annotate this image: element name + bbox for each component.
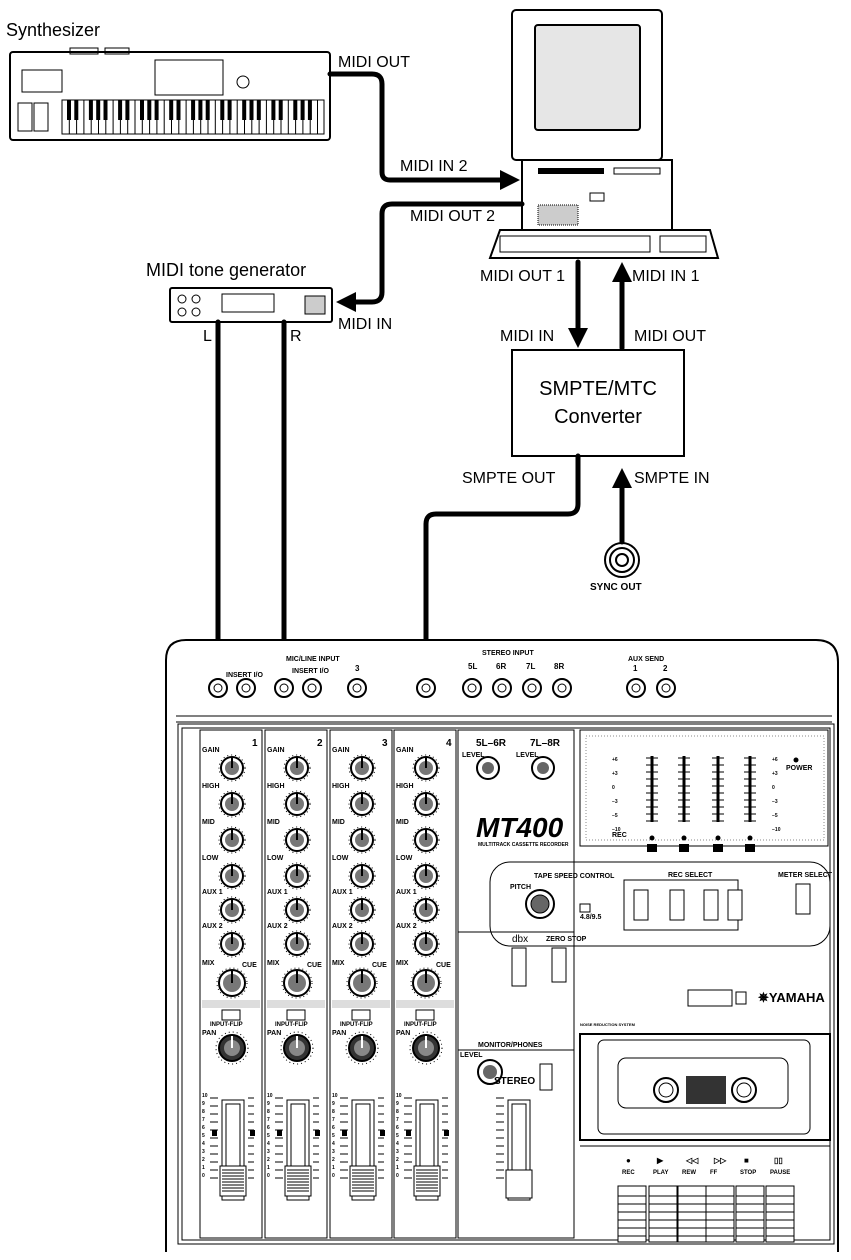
- meter-scale-left: −3: [612, 799, 618, 805]
- meter-scale-right: +6: [772, 757, 778, 763]
- meter-scale-left: +3: [612, 771, 618, 777]
- transport-stop-icon: ■: [744, 1156, 749, 1165]
- yamaha-logo: ✵YAMAHA: [758, 990, 825, 1006]
- transport-label: REC: [622, 1170, 635, 1176]
- noise-reduction-label: NOISE REDUCTION SYSTEM: [580, 1022, 635, 1027]
- mt400-logo: MT400: [476, 812, 563, 844]
- dbx-label: dbx: [512, 934, 528, 945]
- transport-label: STOP: [740, 1170, 756, 1176]
- mt400-subtitle: MULTITRACK CASSETTE RECORDER: [478, 842, 568, 848]
- meter-scale-left: 0: [612, 785, 615, 791]
- tape-speed-control-label: TAPE SPEED CONTROL: [534, 873, 614, 880]
- yamaha-brand: YAMAHA: [769, 990, 825, 1005]
- meter-scale-right: +3: [772, 771, 778, 777]
- meter-scale-right: −3: [772, 799, 778, 805]
- transport-rec-icon: ●: [626, 1156, 631, 1165]
- meter-scale-left: −10: [612, 827, 620, 833]
- pitch-label: PITCH: [510, 884, 531, 891]
- transport-play-icon: ▶: [657, 1156, 663, 1165]
- monitor-level-label: LEVEL: [460, 1052, 483, 1059]
- transport-pause-icon: ▯▯: [774, 1156, 783, 1165]
- transport-label: FF: [710, 1170, 717, 1176]
- transport-rew-icon: ◁◁: [686, 1156, 698, 1165]
- monitor-phones-label: MONITOR/PHONES: [478, 1042, 542, 1049]
- meter-scale-right: −5: [772, 813, 778, 819]
- rec-meter-label: REC: [612, 832, 627, 839]
- meter-scale-left: +6: [612, 757, 618, 763]
- yamaha-emblem-icon: ✵: [758, 990, 769, 1005]
- meter-select-label: METER SELECT: [778, 872, 832, 879]
- meter-scale-right: 0: [772, 785, 775, 791]
- meter-scale-right: −10: [772, 827, 780, 833]
- power-label: POWER: [786, 765, 812, 772]
- meter-scale-left: −5: [612, 813, 618, 819]
- zero-stop-label: ZERO STOP: [546, 936, 586, 943]
- transport-label: PLAY: [653, 1170, 668, 1176]
- transport-label: PAUSE: [770, 1170, 790, 1176]
- transport-ff-icon: ▷▷: [714, 1156, 726, 1165]
- stereo-bus-label: STEREO: [494, 1076, 535, 1087]
- transport-label: REW: [682, 1170, 696, 1176]
- speed-label: 4.8/9.5: [580, 914, 601, 921]
- rec-select-label: REC SELECT: [668, 872, 712, 879]
